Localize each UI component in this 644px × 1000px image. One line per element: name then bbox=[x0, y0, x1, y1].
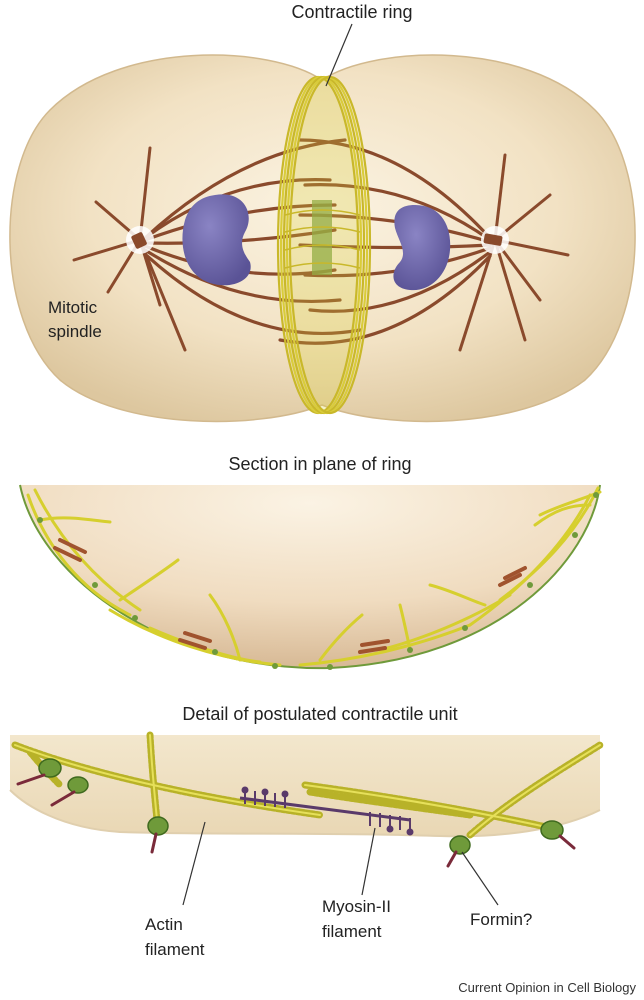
formin-label: Formin? bbox=[470, 910, 532, 929]
detail-actin-highlight bbox=[14, 734, 601, 836]
formin-icons bbox=[38, 758, 564, 855]
section-title: Section in plane of ring bbox=[228, 454, 411, 474]
contractile-ring-label: Contractile ring bbox=[291, 2, 412, 22]
left-centrosome bbox=[126, 226, 154, 254]
myosin-filament-label-line2: filament bbox=[322, 922, 382, 941]
contractile-unit-panel: Detail of postulated contractile unit bbox=[9, 704, 604, 959]
myosin-ii-filament bbox=[239, 786, 414, 836]
spindle-midzone bbox=[312, 200, 332, 275]
actin-filament-label-line1: Actin bbox=[145, 915, 183, 934]
actin-filament-label-line2: filament bbox=[145, 940, 205, 959]
journal-credit: Current Opinion in Cell Biology bbox=[458, 980, 636, 995]
right-centrosome bbox=[481, 226, 509, 254]
right-nucleus bbox=[393, 205, 451, 291]
ring-leader-line bbox=[325, 23, 353, 87]
left-nucleus bbox=[182, 194, 251, 286]
dividing-cell-panel: Contractile ring Mitotic spindle bbox=[9, 2, 636, 423]
ring-section-panel: Section in plane of ring bbox=[19, 454, 602, 670]
formin-tethers bbox=[16, 773, 576, 868]
contractile-ring bbox=[276, 75, 372, 415]
myosin-filament-label-line1: Myosin-II bbox=[322, 897, 391, 916]
membrane-edge bbox=[9, 789, 601, 838]
section-myosin-bundles bbox=[53, 538, 527, 654]
section-actin-filaments bbox=[26, 486, 602, 667]
detail-leader-lines bbox=[182, 821, 499, 906]
mitotic-spindle-label-line2: spindle bbox=[48, 322, 102, 341]
detail-title: Detail of postulated contractile unit bbox=[182, 704, 457, 724]
mitotic-spindle-label-line1: Mitotic bbox=[48, 298, 98, 317]
section-formin-dots bbox=[37, 492, 599, 670]
